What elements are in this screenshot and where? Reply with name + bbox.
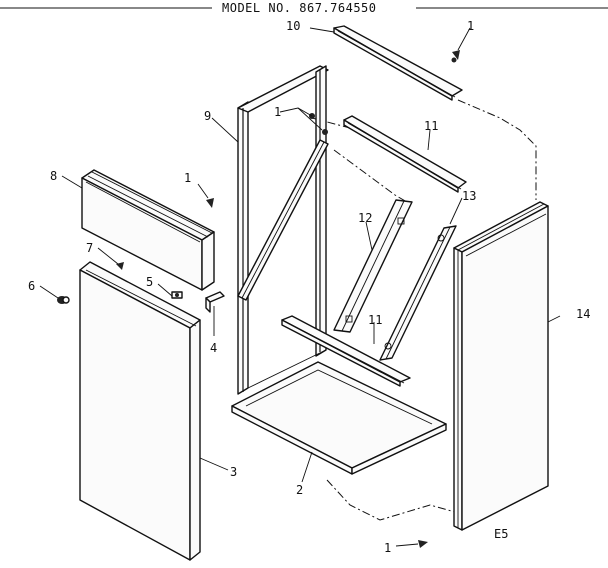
screw-1-panel8-icon — [197, 183, 214, 208]
part-3-lower-front-panel — [79, 261, 201, 561]
model-number: MODEL NO. 867.764550 — [222, 1, 377, 15]
leader-lines — [61, 27, 561, 483]
callout-13: 13 — [462, 189, 476, 203]
part-11-upper-rail — [343, 115, 467, 193]
callout-1-bottom: 1 — [384, 541, 391, 555]
part-5-latch-icon — [157, 283, 183, 299]
callout-5: 5 — [146, 275, 153, 289]
screw-1-top-icon — [451, 27, 471, 63]
callout-2: 2 — [296, 483, 303, 497]
screw-1-bottom-icon — [395, 540, 428, 548]
callout-1-frame: 1 — [274, 105, 281, 119]
callout-12: 12 — [358, 211, 372, 225]
part-13-brace — [379, 225, 457, 361]
callout-7: 7 — [86, 241, 93, 255]
hardware-parts — [39, 247, 225, 336]
figure-code: E5 — [494, 527, 508, 541]
callout-9: 9 — [204, 109, 211, 123]
part-4-bracket-icon — [205, 291, 225, 336]
part-10-top-rail — [333, 25, 463, 101]
callout-3: 3 — [230, 465, 237, 479]
callout-11-bottom: 11 — [368, 313, 382, 327]
callout-1-panel8: 1 — [184, 171, 191, 185]
callout-10: 10 — [286, 19, 300, 33]
part-8-upper-front-panel — [81, 169, 215, 291]
callout-6: 6 — [28, 279, 35, 293]
part-7-clip-icon — [97, 247, 124, 270]
header: MODEL NO. 867.764550 — [0, 1, 608, 15]
callout-1-top: 1 — [467, 19, 474, 33]
part-14-right-panel — [453, 201, 549, 531]
callout-4: 4 — [210, 341, 217, 355]
part-6-knob-icon — [39, 285, 70, 304]
callout-8: 8 — [50, 169, 57, 183]
part-9-left-frame — [237, 65, 329, 395]
part-11-lower-rail — [281, 315, 411, 387]
part-2-base-pan — [231, 361, 447, 475]
callout-11-top: 11 — [424, 119, 438, 133]
part-12-brace — [333, 199, 413, 333]
callout-14: 14 — [576, 307, 590, 321]
callout-labels: 1 10 9 1 11 8 1 13 12 7 6 5 4 11 14 3 2 … — [28, 19, 590, 555]
